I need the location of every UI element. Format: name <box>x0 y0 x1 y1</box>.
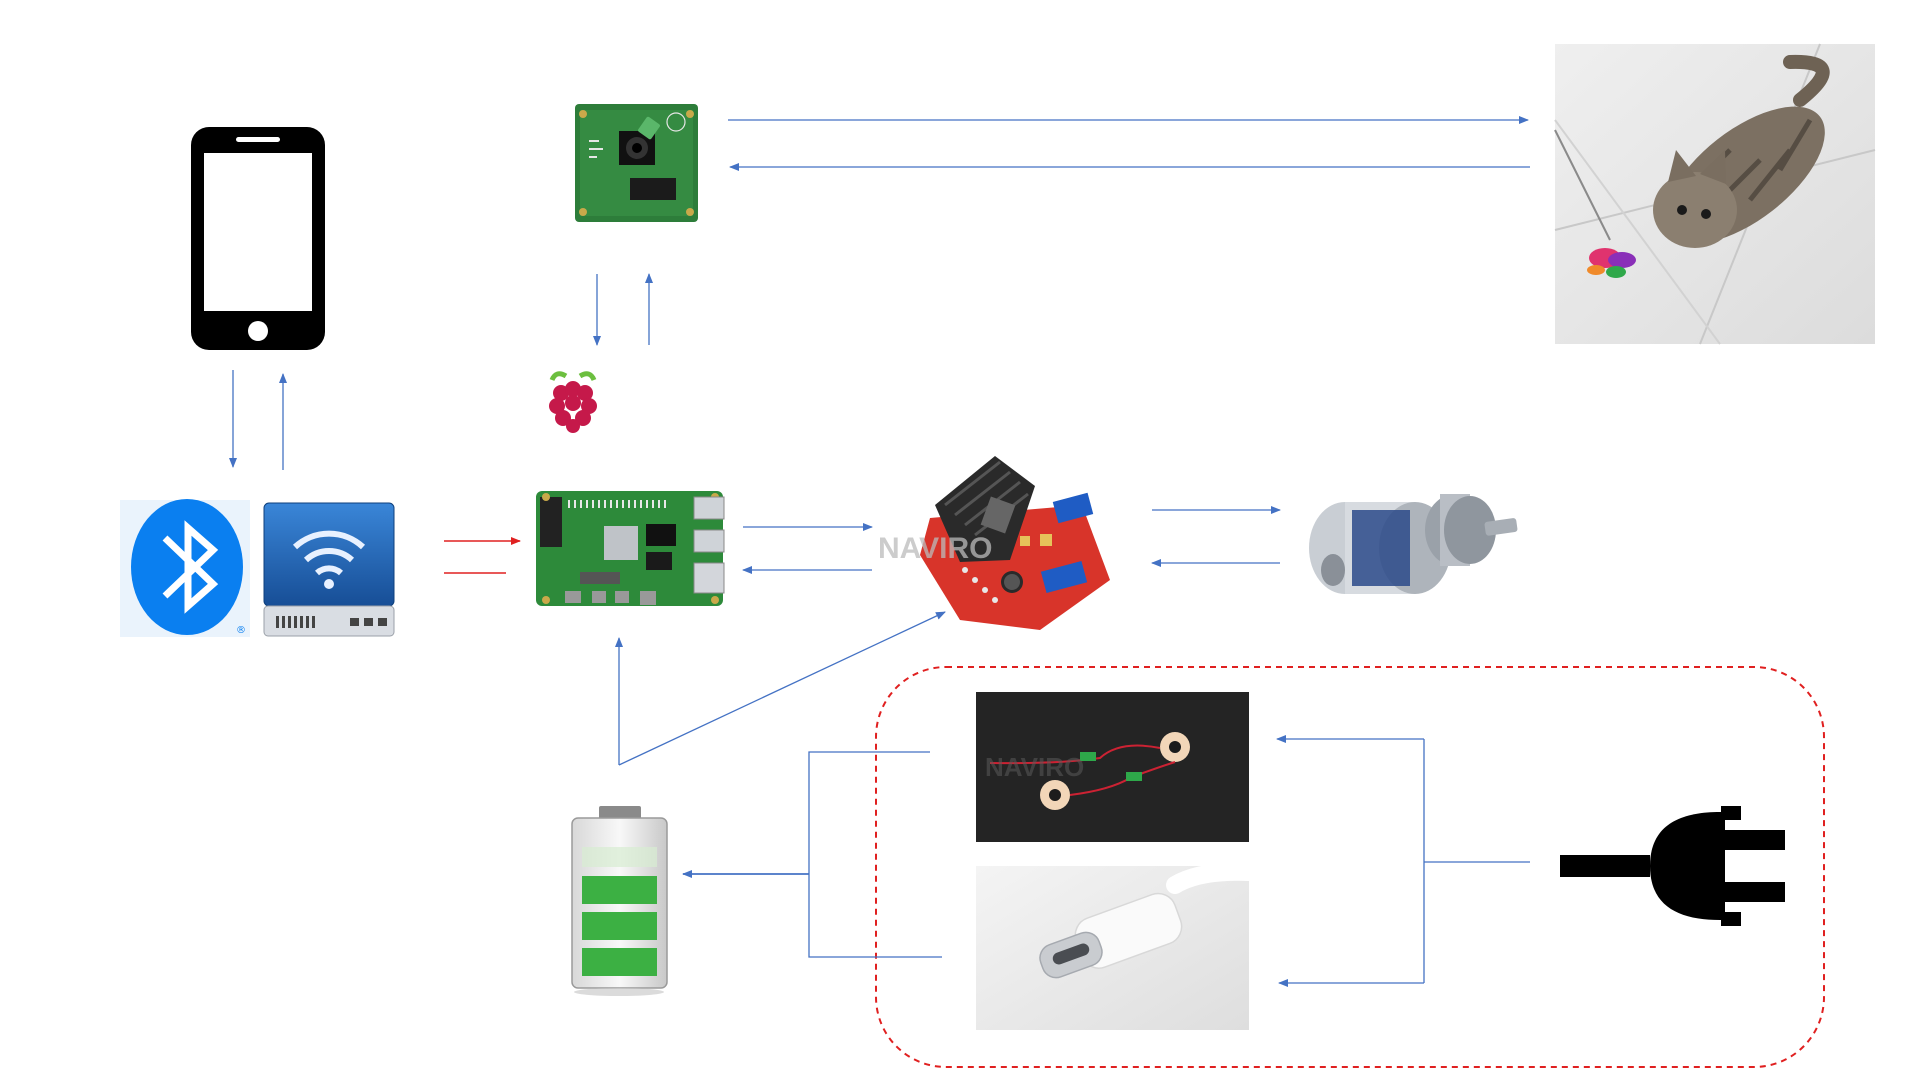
charger-merge-line <box>808 751 942 958</box>
wifi-router-icon <box>263 502 395 637</box>
watermark-text: NAVIRO <box>878 532 992 565</box>
svg-text:®: ® <box>236 625 246 636</box>
cat-playing-photo <box>1554 43 1876 345</box>
raspberry-pi-logo-icon <box>549 371 597 433</box>
highlight-arrows <box>444 537 521 574</box>
charging-group-boundary <box>875 666 1825 1068</box>
battery-icon <box>571 806 668 996</box>
bluetooth-icon: ® <box>120 499 250 637</box>
dc-gear-motor-icon <box>1309 494 1518 594</box>
arrow-battery-to-driver <box>618 611 946 766</box>
l298n-motor-driver-icon: NAVIRO <box>878 456 1110 630</box>
watermark-text: NAVIRO <box>985 752 1084 782</box>
feather-toy <box>1587 248 1636 278</box>
usb-c-cable-icon <box>976 862 1258 1030</box>
wireless-charging-coil-icon: NAVIRO <box>976 692 1249 842</box>
smartphone-icon <box>191 127 325 350</box>
raspberry-pi-camera-module-icon <box>575 104 698 222</box>
raspberry-pi-board-icon <box>536 491 725 606</box>
connection-arrows <box>229 116 1530 987</box>
power-plug-icon <box>1560 806 1785 926</box>
